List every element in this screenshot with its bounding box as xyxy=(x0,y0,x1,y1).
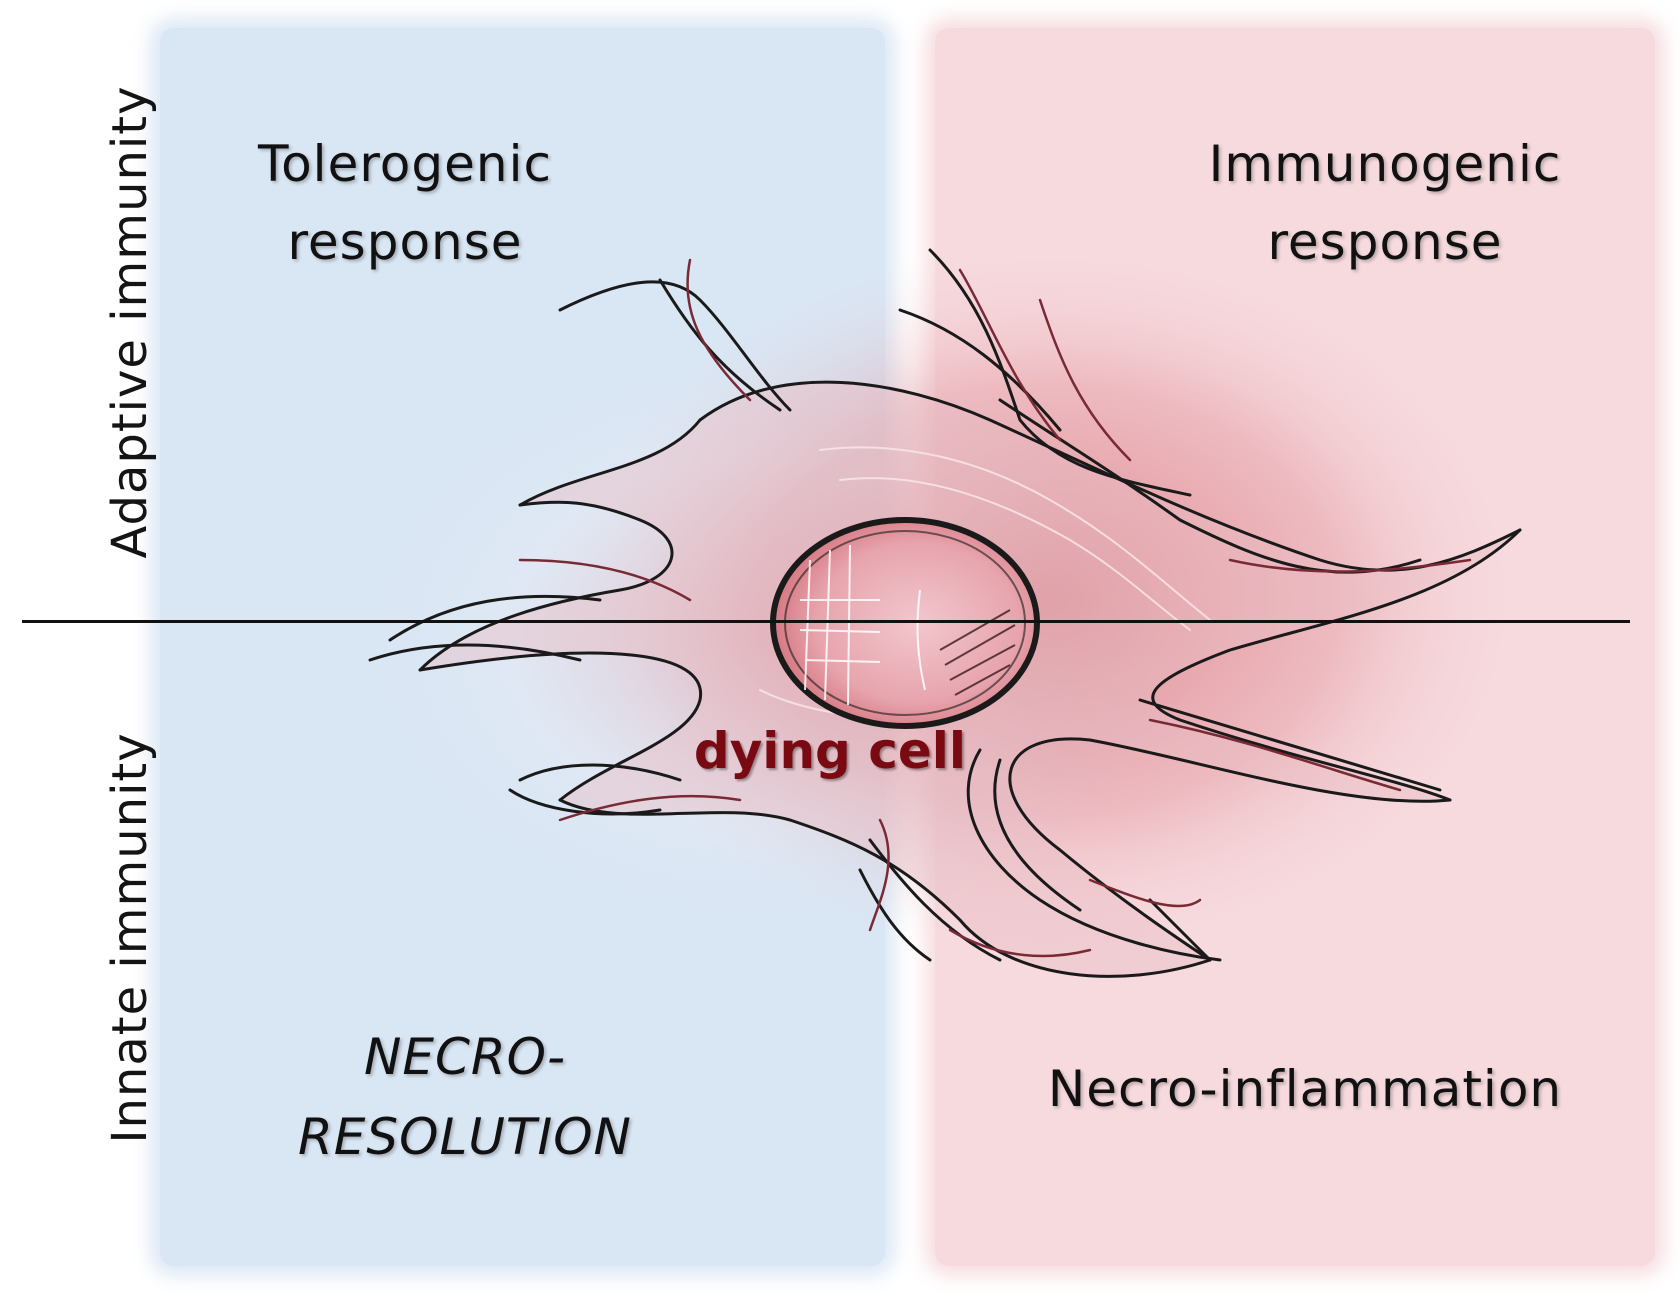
innate-adaptive-divider xyxy=(22,620,1630,623)
immunogenic-line-2: response xyxy=(1267,213,1503,271)
necro-resolution-label: NECRO- RESOLUTION xyxy=(298,1017,632,1177)
tolerogenic-line-2: response xyxy=(287,213,523,271)
axis-label-adaptive: Adaptive immunity xyxy=(102,85,158,559)
necro-resolution-line-1: NECRO- xyxy=(363,1028,567,1086)
tolerogenic-line-1: Tolerogenic xyxy=(258,135,552,193)
tolerogenic-response-label: Tolerogenic response xyxy=(258,125,552,281)
necro-resolution-line-2: RESOLUTION xyxy=(298,1108,632,1166)
necro-inflammation-label: Necro-inflammation xyxy=(1047,1060,1563,1118)
axis-label-innate: Innate immunity xyxy=(102,732,158,1144)
cell-haze-red xyxy=(570,240,1530,960)
immunogenic-response-label: Immunogenic response xyxy=(1209,125,1562,281)
nucleus xyxy=(770,517,1040,729)
immunogenic-line-1: Immunogenic xyxy=(1208,135,1562,193)
dying-cell-label: dying cell xyxy=(693,722,967,780)
